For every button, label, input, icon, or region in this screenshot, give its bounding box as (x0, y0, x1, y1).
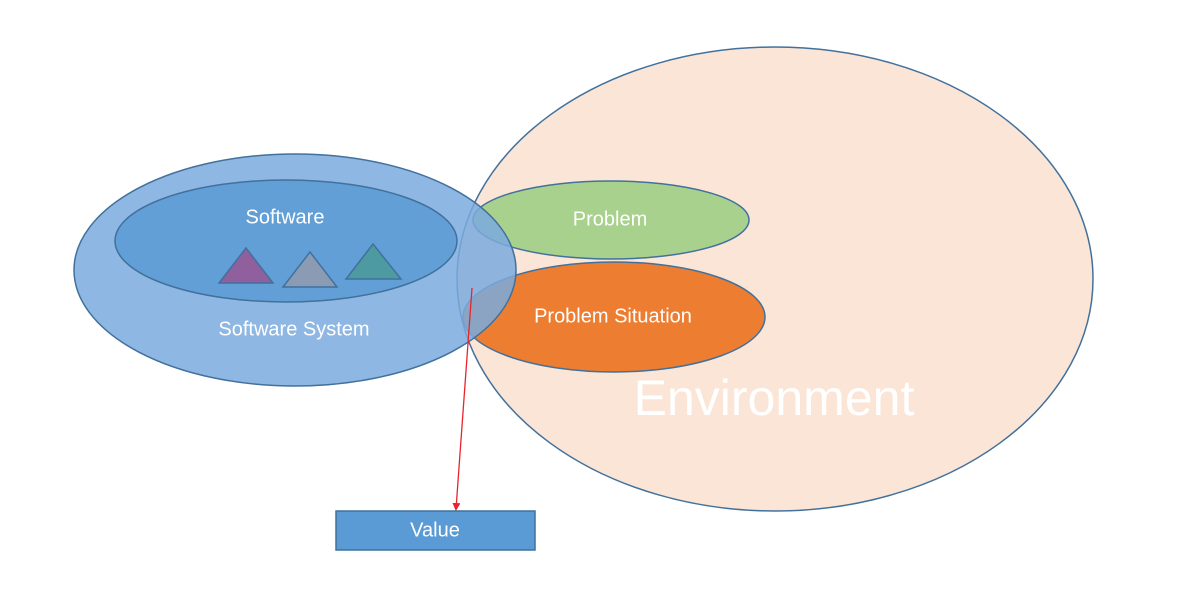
value-label: Value (410, 519, 460, 541)
environment-label: Environment (634, 370, 915, 426)
problem-label: Problem (573, 208, 647, 230)
teal-triangle (344, 242, 403, 280)
software-label: Software (246, 206, 325, 228)
software-system-label: Software System (218, 318, 369, 340)
problem-situation-label: Problem Situation (534, 305, 692, 327)
value-arrow (452, 287, 473, 511)
purple-triangle (217, 246, 275, 284)
gray-triangle (281, 250, 339, 288)
value-box (335, 510, 536, 551)
